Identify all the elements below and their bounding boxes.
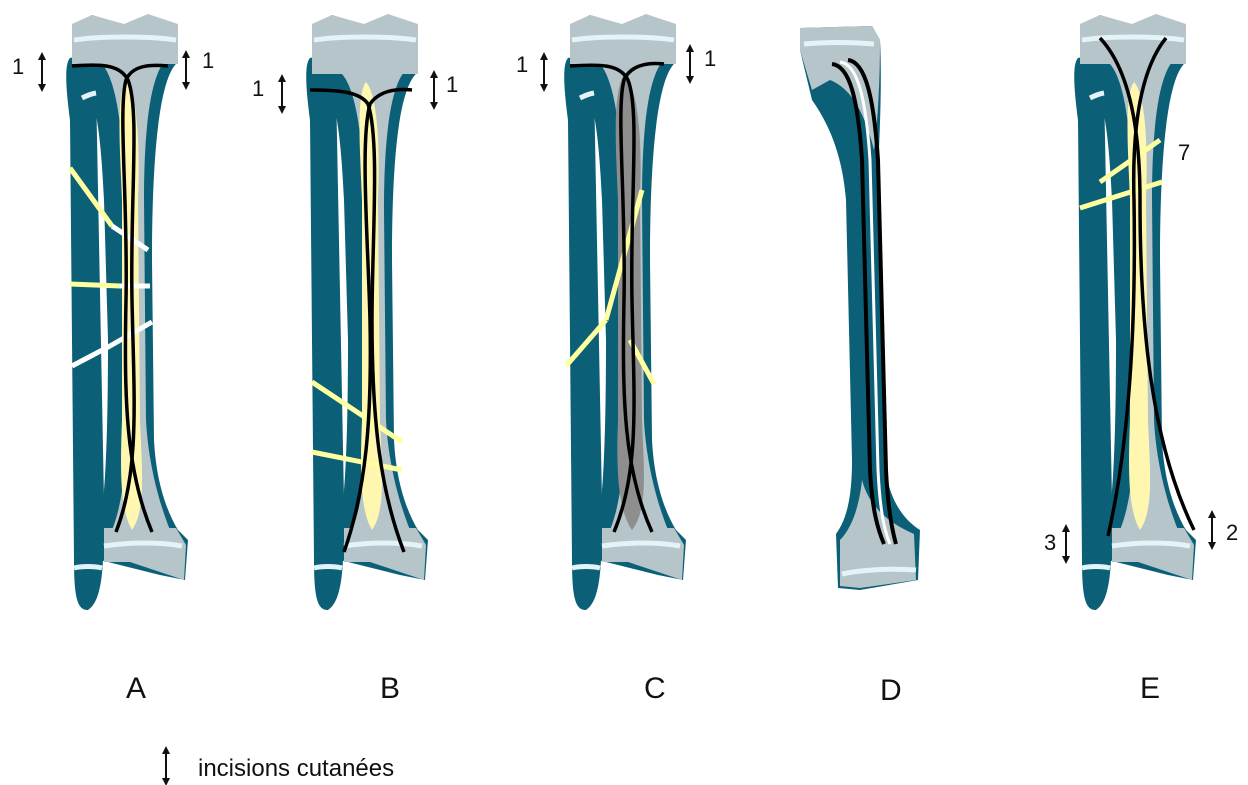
panel-letter: C bbox=[644, 672, 666, 705]
left-number: 1 bbox=[12, 54, 24, 79]
tibia-proximal bbox=[312, 14, 418, 74]
incision-arrow-icon bbox=[686, 44, 694, 84]
panel-b: 1 1 B bbox=[252, 14, 458, 705]
left-number: 1 bbox=[516, 52, 528, 77]
incision-arrow-icon bbox=[540, 52, 548, 92]
right-number: 1 bbox=[202, 48, 214, 73]
tibia-distal bbox=[602, 528, 684, 580]
incision-arrow-icon bbox=[278, 74, 286, 114]
fibula bbox=[66, 57, 104, 610]
growth-plate bbox=[572, 567, 600, 569]
growth-plate bbox=[804, 43, 874, 45]
legend: incisions cutanées bbox=[162, 746, 394, 785]
panel-letter: A bbox=[126, 672, 146, 705]
panel-a: 1 1 A bbox=[12, 14, 214, 705]
incision-arrow-icon bbox=[38, 52, 46, 92]
tibia-distal bbox=[344, 528, 426, 580]
left-number: 3 bbox=[1044, 530, 1056, 555]
tibia-distal bbox=[1112, 528, 1194, 580]
left-number: 1 bbox=[252, 76, 264, 101]
tibia-distal bbox=[104, 528, 186, 580]
panel-letter: B bbox=[380, 672, 400, 705]
growth-plate bbox=[1082, 567, 1110, 569]
fibula bbox=[306, 57, 344, 610]
panel-d: D bbox=[800, 26, 920, 707]
panel-c: 1 1 C bbox=[516, 14, 716, 705]
incision-arrow-icon bbox=[182, 50, 190, 90]
right-number: 1 bbox=[446, 72, 458, 97]
legend-text: incisions cutanées bbox=[198, 755, 394, 782]
right-number: 1 bbox=[704, 46, 716, 71]
growth-plate bbox=[314, 567, 342, 569]
fibula bbox=[1074, 57, 1112, 610]
incision-arrow-icon bbox=[1208, 510, 1216, 550]
right-number: 2 bbox=[1226, 520, 1238, 545]
panel-letter: E bbox=[1140, 672, 1160, 705]
top-number: 7 bbox=[1178, 140, 1190, 165]
incision-arrow-icon bbox=[1062, 524, 1070, 564]
double-arrow-icon bbox=[162, 746, 170, 785]
incision-arrow-icon bbox=[430, 70, 438, 110]
panel-e: 7 3 2 E bbox=[1044, 14, 1238, 705]
growth-plate bbox=[74, 567, 102, 569]
panel-letter: D bbox=[880, 674, 902, 707]
